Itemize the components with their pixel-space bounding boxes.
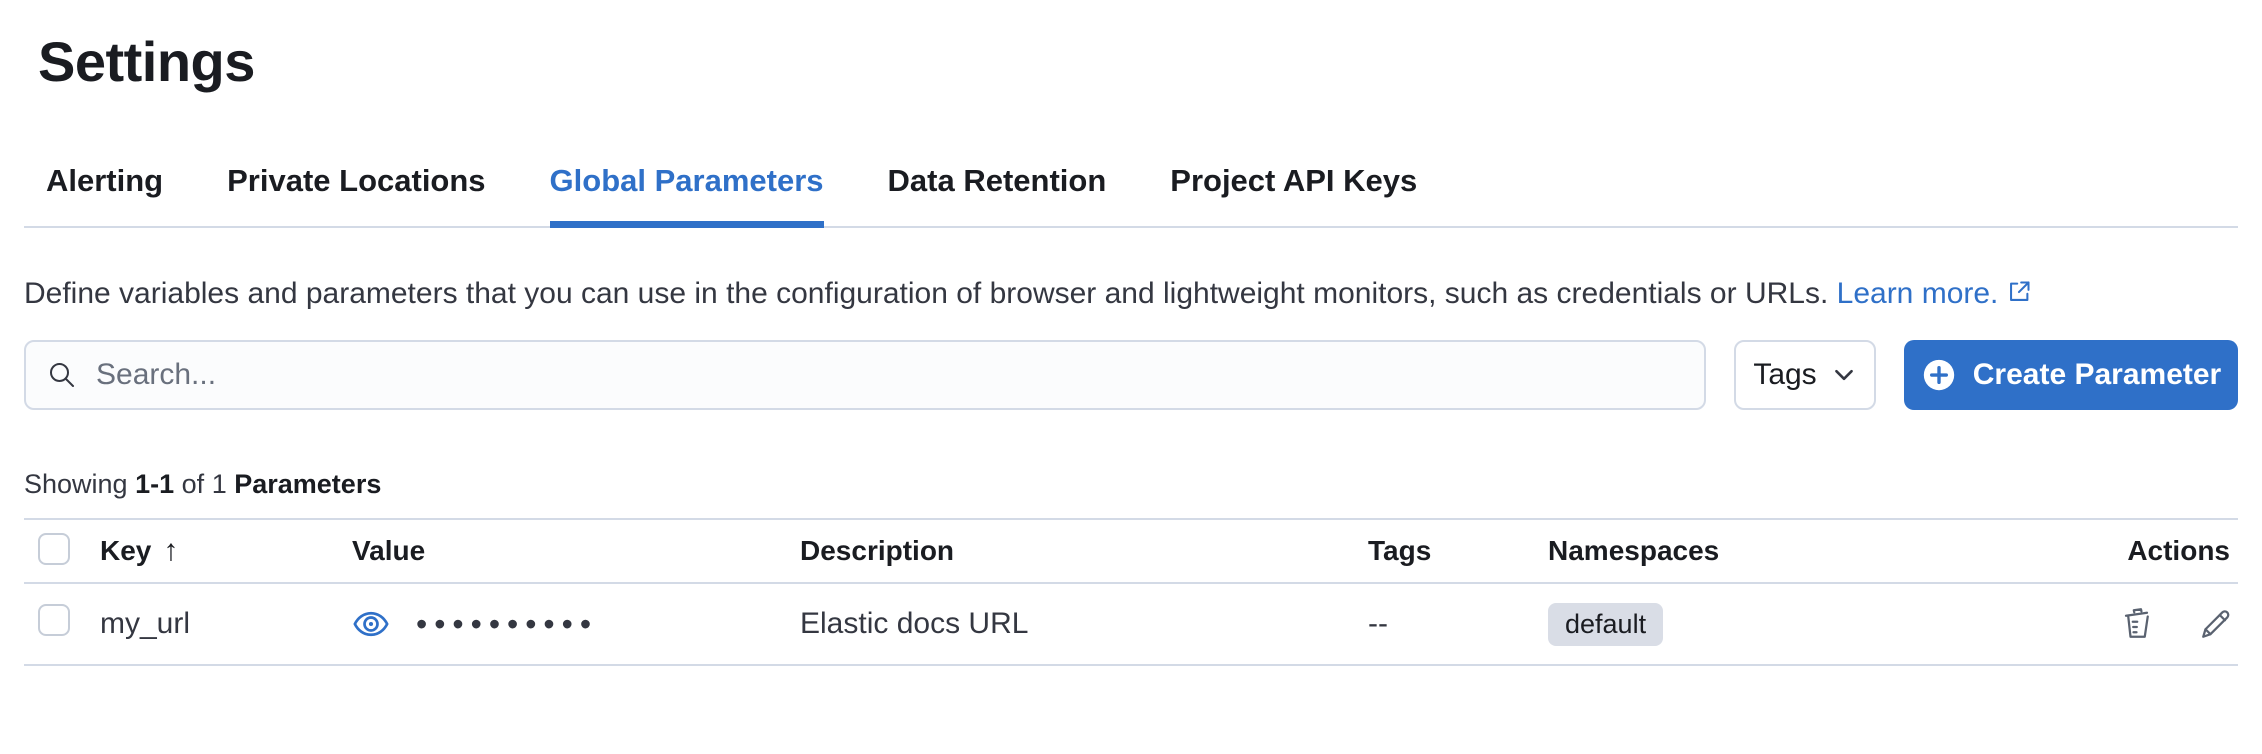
tab-global-parameters[interactable]: Global Parameters [549, 162, 824, 228]
toolbar: Tags Create Parameter [24, 340, 2238, 410]
row-checkbox-cell [24, 604, 100, 644]
column-header-actions: Actions [2127, 535, 2230, 566]
settings-tabs: Alerting Private Locations Global Parame… [24, 162, 2238, 228]
tab-data-retention[interactable]: Data Retention [887, 163, 1107, 198]
column-header-namespaces: Namespaces [1548, 535, 1720, 566]
row-namespaces-cell: default [1548, 602, 2120, 646]
search-input[interactable] [96, 358, 1684, 392]
learn-more-link[interactable]: Learn more. [1837, 277, 2034, 310]
search-icon [50, 363, 74, 387]
sort-ascending-icon: ↑ [163, 534, 179, 567]
summary-of: of [181, 469, 205, 499]
column-header-key[interactable]: Key ↑ [100, 534, 352, 568]
masked-value: •••••••••• [416, 605, 599, 642]
external-link-icon [2010, 281, 2030, 301]
column-header-tags: Tags [1368, 535, 1432, 566]
summary-range: 1-1 [135, 469, 175, 499]
pencil-icon [2202, 610, 2230, 638]
chevron-down-icon [1834, 369, 1853, 381]
tags-filter-label: Tags [1753, 358, 1817, 391]
create-parameter-button[interactable]: Create Parameter [1904, 340, 2238, 410]
row-key-cell: my_url [100, 607, 191, 640]
row-value-cell: •••••••••• [352, 605, 800, 643]
row-actions-cell [2120, 606, 2242, 642]
page-description: Define variables and parameters that you… [24, 270, 2224, 317]
table-row: my_url •••••••••• Elastic docs URL -- de… [24, 584, 2238, 666]
learn-more-label: Learn more. [1836, 277, 1999, 310]
column-header-key-label: Key [100, 535, 152, 566]
summary-total: 1 [211, 469, 227, 499]
column-header-description: Description [800, 535, 955, 566]
parameters-table: Key ↑ Value Description Tags Namespaces A… [24, 518, 2238, 666]
table-header-row: Key ↑ Value Description Tags Namespaces A… [24, 518, 2238, 584]
header-checkbox-cell [24, 532, 100, 570]
row-tags-cell: -- [1368, 607, 1388, 640]
select-all-checkbox[interactable] [38, 532, 70, 565]
trash-icon [2124, 608, 2149, 638]
row-checkbox[interactable] [38, 604, 70, 636]
column-header-value: Value [352, 535, 426, 566]
summary-entity: Parameters [234, 469, 382, 499]
tab-alerting[interactable]: Alerting [46, 163, 164, 198]
create-parameter-label: Create Parameter [1972, 358, 2222, 391]
search-box[interactable] [24, 340, 1706, 410]
tab-project-api-keys[interactable]: Project API Keys [1170, 163, 1418, 198]
description-text: Define variables and parameters that you… [24, 277, 1829, 310]
summary-showing: Showing [24, 469, 128, 499]
tags-filter-button[interactable]: Tags [1734, 340, 1876, 410]
tab-private-locations[interactable]: Private Locations [227, 163, 486, 198]
page-title: Settings [38, 30, 255, 93]
delete-parameter-button[interactable] [2120, 606, 2156, 642]
reveal-value-button[interactable] [352, 605, 390, 643]
namespace-badge: default [1548, 602, 1664, 646]
row-description-cell: Elastic docs URL [800, 607, 1029, 640]
edit-parameter-button[interactable] [2198, 606, 2234, 642]
settings-page: Settings Alerting Private Locations Glob… [0, 24, 2262, 666]
eye-icon [353, 611, 389, 637]
results-summary: Showing 1-1 of 1 Parameters [24, 466, 2238, 502]
plus-in-circle-icon [1923, 359, 1954, 391]
